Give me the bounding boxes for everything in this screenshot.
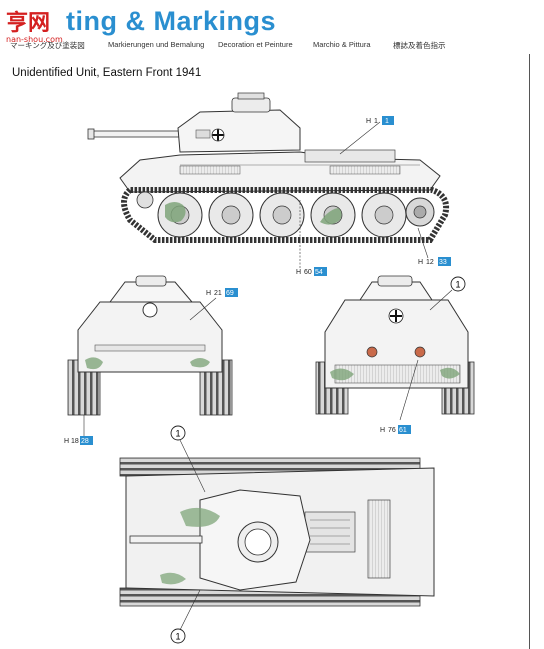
callout-front-h21: H 21 69 xyxy=(206,288,238,297)
callout-number: 1 xyxy=(374,118,378,125)
callout-code: H xyxy=(296,269,301,276)
subtitle-italian: Marchio & Pittura xyxy=(313,40,371,49)
scheme-title: Unidentified Unit, Eastern Front 1941 xyxy=(12,67,202,79)
callout-box xyxy=(80,436,93,445)
callout-box xyxy=(438,257,451,266)
top-view-tank xyxy=(119,439,435,631)
callout-side-h1: H 1 1 xyxy=(366,116,394,125)
side-view-tank xyxy=(87,92,450,268)
page-title: ting & Markings xyxy=(66,6,277,36)
callout-box xyxy=(225,288,238,297)
callout-side-h12: H 12 33 xyxy=(418,257,451,266)
callout-number: 76 xyxy=(388,427,396,434)
language-subtitles: マーキング及び塗装図 Markierungen und Bemalung Dec… xyxy=(0,40,544,52)
circle-marker-bottom: 1 xyxy=(170,628,186,644)
callout-box xyxy=(398,425,411,434)
front-view-tank xyxy=(67,275,233,436)
callout-code: H xyxy=(64,438,69,445)
callout-number: 21 xyxy=(214,290,222,297)
subtitle-french: Decoration et Peinture xyxy=(218,40,293,49)
callout-box xyxy=(314,267,327,276)
subtitle-german: Markierungen und Bemalung xyxy=(108,40,205,49)
callout-number: 60 xyxy=(304,269,312,276)
callout-ref: 61 xyxy=(399,427,407,434)
callout-ref: 69 xyxy=(226,290,234,297)
callout-code: H xyxy=(206,290,211,297)
callout-ref: 54 xyxy=(315,269,323,276)
callout-number: 12 xyxy=(426,259,434,266)
circle-marker-rear: 1 xyxy=(450,276,466,292)
callout-side-h60: H 60 54 xyxy=(296,267,327,276)
callout-code: H xyxy=(380,427,385,434)
callout-rear-h76: H 76 61 xyxy=(380,425,411,434)
subtitle-japanese: マーキング及び塗装図 xyxy=(10,41,85,50)
callout-number: 18 xyxy=(71,438,79,445)
marker-label: 1 xyxy=(176,632,181,642)
marker-label: 1 xyxy=(456,280,461,290)
callout-ref: 33 xyxy=(439,259,447,266)
callout-code: H xyxy=(418,259,423,266)
watermark-url: nan-shou.com xyxy=(6,35,63,44)
rear-view-tank xyxy=(315,275,475,421)
watermark-text: 亨网 xyxy=(6,10,50,36)
circle-marker-top: 1 xyxy=(170,425,186,441)
page-divider xyxy=(529,54,530,649)
callout-front-h18: H 18 28 xyxy=(64,436,93,445)
callout-code: H xyxy=(366,118,371,125)
marker-label: 1 xyxy=(176,429,181,439)
watermark-logo: 亨网 nan-shou.com xyxy=(4,4,64,46)
subtitle-chinese: 標誌及着色指示 xyxy=(393,41,446,50)
callout-ref: 28 xyxy=(81,438,89,445)
callout-ref: 1 xyxy=(385,118,389,125)
callout-box xyxy=(382,116,394,125)
